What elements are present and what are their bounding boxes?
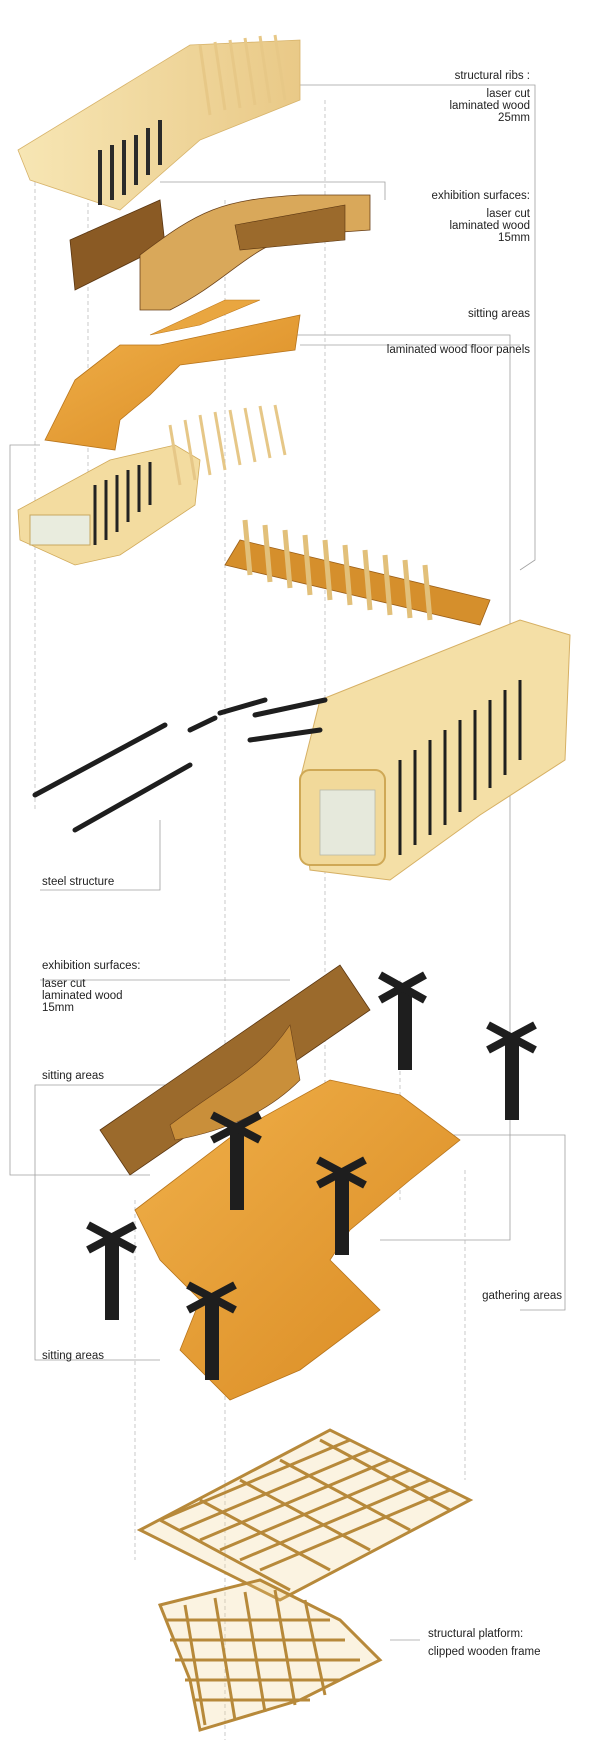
label-structural-platform: structural platform: clipped wooden fram… bbox=[428, 1628, 541, 1658]
leader-gathering bbox=[440, 1134, 566, 1311]
steel-column-6 bbox=[186, 1281, 237, 1380]
steel-columns bbox=[86, 971, 537, 1380]
label-exhibition-top-line3: 15mm bbox=[498, 232, 530, 244]
leader-left-frame bbox=[9, 444, 150, 1176]
label-exhibition-mid-title: exhibition surfaces: bbox=[42, 960, 141, 972]
label-structural-ribs-line3: 25mm bbox=[498, 112, 530, 124]
leader-steel bbox=[40, 820, 161, 891]
label-structural-ribs-line2: laminated wood bbox=[449, 100, 530, 112]
steel-column-2 bbox=[486, 1021, 537, 1120]
label-sitting-areas-top: sitting areas bbox=[467, 308, 530, 320]
label-structural-ribs-line1: laser cut bbox=[486, 88, 530, 100]
label-sitting-areas-low: sitting areas bbox=[42, 1350, 105, 1362]
left-frame-module bbox=[17, 404, 287, 566]
label-structural-platform-title: structural platform: bbox=[428, 1628, 524, 1640]
leader-structural-ribs bbox=[290, 84, 536, 571]
leader-sitting-mid bbox=[34, 1084, 200, 1361]
steel-column-4 bbox=[316, 1156, 367, 1255]
structural-platform-lower bbox=[157, 1578, 383, 1732]
label-sitting-areas-mid: sitting areas bbox=[42, 1070, 105, 1082]
structural-ribs-component bbox=[17, 34, 301, 211]
steel-column-5 bbox=[86, 1221, 137, 1320]
label-structural-ribs: structural ribs : laser cut laminated wo… bbox=[449, 70, 530, 124]
label-structural-platform-line1: clipped wooden frame bbox=[428, 1646, 541, 1658]
steel-column-3 bbox=[210, 1111, 262, 1210]
exhibition-surfaces-mid-component bbox=[99, 964, 371, 1176]
label-gathering-areas: gathering areas bbox=[482, 1290, 562, 1302]
assembled-pavilion bbox=[224, 519, 571, 881]
label-exhibition-top-line1: laser cut bbox=[486, 208, 530, 220]
label-exhibition-top-line2: laminated wood bbox=[449, 220, 530, 232]
label-steel-structure: steel structure bbox=[42, 876, 115, 888]
label-exhibition-mid-line3: 15mm bbox=[42, 1002, 74, 1014]
label-exhibition-top-title: exhibition surfaces: bbox=[431, 190, 530, 202]
leader-exhibition-top bbox=[160, 181, 386, 200]
label-structural-ribs-title: structural ribs : bbox=[454, 70, 530, 82]
label-exhibition-mid-line1: laser cut bbox=[42, 978, 86, 990]
label-exhibition-mid-line2: laminated wood bbox=[42, 990, 123, 1002]
exhibition-surfaces-component bbox=[69, 194, 371, 311]
floor-panels-component bbox=[44, 299, 301, 451]
label-exhibition-mid: exhibition surfaces: laser cut laminated… bbox=[42, 960, 140, 1014]
structural-platform-upper bbox=[136, 1428, 474, 1602]
steel-column-1 bbox=[378, 971, 427, 1070]
label-floor-panels: laminated wood floor panels bbox=[386, 344, 530, 356]
steel-structure-component bbox=[32, 697, 328, 833]
label-exhibition-top: exhibition surfaces: laser cut laminated… bbox=[432, 190, 530, 244]
